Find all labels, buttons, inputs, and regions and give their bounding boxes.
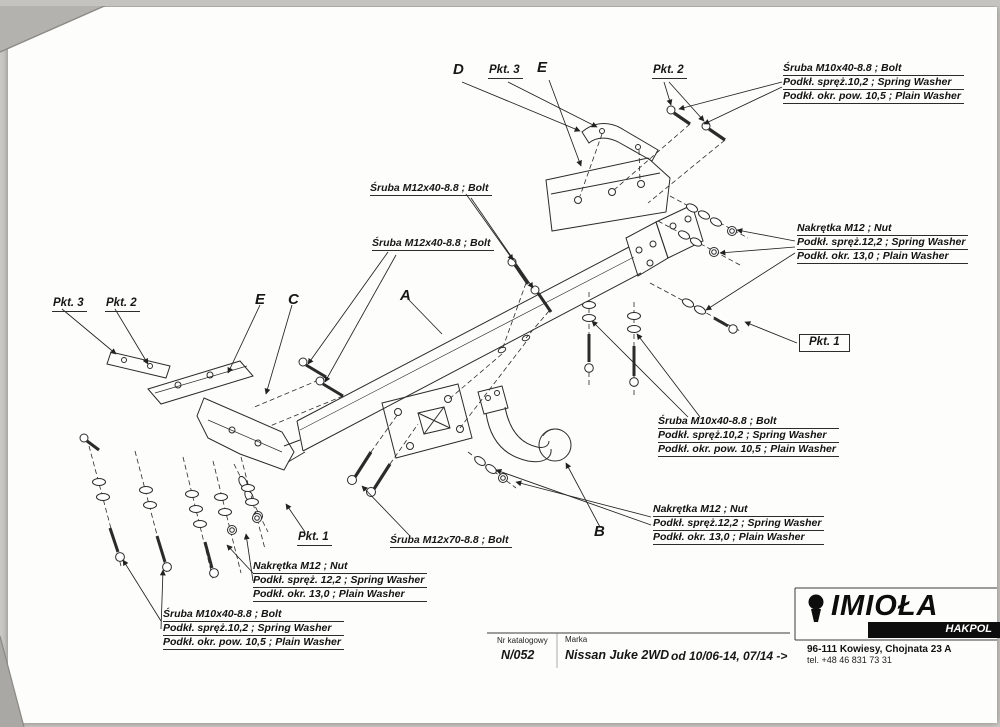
tow-ball-b	[477, 385, 572, 463]
note-line: Podkł. spręż.10,2 ; Spring Washer	[163, 622, 344, 636]
fastener-note-bottom-left-nut: Nakrętka M12 ; Nut Podkł. spręż. 12,2 ; …	[253, 560, 428, 602]
note-line: Podkł. okr. pow. 10,5 ; Plain Washer	[163, 636, 344, 650]
point-label-pkt1-right: Pkt. 1	[799, 334, 850, 352]
note-line: Podkł. spręż.10,2 ; Spring Washer	[783, 76, 964, 90]
catalog-number-value: N/052	[501, 648, 535, 662]
note-line: Śruba M10x40-8.8 ; Bolt	[163, 608, 344, 622]
part-letter-a: A	[400, 287, 411, 304]
note-line: Podkł. okr. 13,0 ; Plain Washer	[253, 588, 428, 602]
part-letter-e-left: E	[255, 291, 266, 308]
part-letter-c: C	[288, 291, 299, 308]
note-line: Podkł. spręż.12,2 ; Spring Washer	[797, 236, 969, 250]
vehicle-model: Nissan Juke 2WD	[565, 648, 670, 662]
fastener-note-top-right: Śruba M10x40-8.8 ; Bolt Podkł. spręż.10,…	[783, 62, 964, 104]
note-line: Nakrętka M12 ; Nut	[653, 503, 825, 517]
point-label-pkt1-left: Pkt. 1	[297, 531, 332, 546]
under-beam-fastener-stacks	[447, 257, 641, 429]
right-end-plate	[625, 204, 704, 277]
note-line: Podkł. okr. pow. 10,5 ; Plain Washer	[658, 443, 839, 457]
note-line: Śruba M10x40-8.8 ; Bolt	[783, 62, 964, 76]
part-letter-d: D	[453, 61, 464, 78]
note-line: Nakrętka M12 ; Nut	[797, 222, 969, 236]
note-line: Podkł. spręż.12,2 ; Spring Washer	[653, 517, 825, 531]
title-block-lines	[487, 587, 997, 668]
company-address: 96-111 Kowiesy, Chojnata 23 A	[807, 644, 952, 655]
leader-lines	[61, 79, 798, 630]
ball-mount-plate	[347, 383, 517, 497]
part-letter-e-top: E	[537, 59, 548, 76]
note-line: Podkł. spręż. 12,2 ; Spring Washer	[253, 574, 428, 588]
bolt-label-m12x40-lower: Śruba M12x40-8.8 ; Bolt	[372, 237, 495, 251]
fastener-note-bottom-left-bolt: Śruba M10x40-8.8 ; Bolt Podkł. spręż.10,…	[163, 608, 344, 650]
note-line: Podkł. okr. 13,0 ; Plain Washer	[797, 250, 969, 264]
bolt-label-m12x70: Śruba M12x70-8.8 ; Bolt	[390, 534, 513, 548]
production-date-range: od 10/06-14, 07/14 ->	[671, 649, 788, 663]
note-line: Podkł. spręż.10,2 ; Spring Washer	[658, 429, 839, 443]
catalog-number-label: Nr katalogowy	[497, 636, 548, 645]
note-line: Śruba M10x40-8.8 ; Bolt	[658, 415, 839, 429]
left-bracket-assembly	[106, 351, 344, 533]
fastener-note-mid-right-bolt: Śruba M10x40-8.8 ; Bolt Podkł. spręż.10,…	[658, 415, 839, 457]
top-right-brackets-d-e	[545, 123, 671, 232]
note-line: Podkł. okr. 13,0 ; Plain Washer	[653, 531, 825, 545]
point-label-pkt2-left: Pkt. 2	[105, 297, 140, 312]
fastener-note-right-nut: Nakrętka M12 ; Nut Podkł. spręż.12,2 ; S…	[797, 222, 969, 264]
note-line: Nakrętka M12 ; Nut	[253, 560, 428, 574]
point-label-pkt3-top: Pkt. 3	[488, 64, 523, 79]
company-brand-bar: HAKPOL	[868, 622, 1000, 638]
company-logo-block: IMIOŁA HAKPOL 96-111 Kowiesy, Chojnata 2…	[798, 590, 1000, 672]
brand-label: Marka	[565, 635, 588, 644]
fastener-note-lower-right-nut: Nakrętka M12 ; Nut Podkł. spręż.12,2 ; S…	[653, 503, 825, 545]
company-name: IMIOŁA	[831, 590, 939, 622]
towball-logo-icon	[808, 594, 824, 622]
point-label-pkt3-left: Pkt. 3	[52, 297, 87, 312]
bolt-label-m12x40-upper: Śruba M12x40-8.8 ; Bolt	[370, 182, 493, 196]
company-phone: tel. +48 46 831 73 31	[807, 655, 892, 665]
part-letter-b: B	[594, 523, 605, 540]
note-line: Podkł. okr. pow. 10,5 ; Plain Washer	[783, 90, 964, 104]
point-label-pkt2-top: Pkt. 2	[652, 64, 687, 79]
top-right-fasteners	[613, 105, 749, 334]
bottom-left-fastener-stacks	[79, 433, 266, 580]
